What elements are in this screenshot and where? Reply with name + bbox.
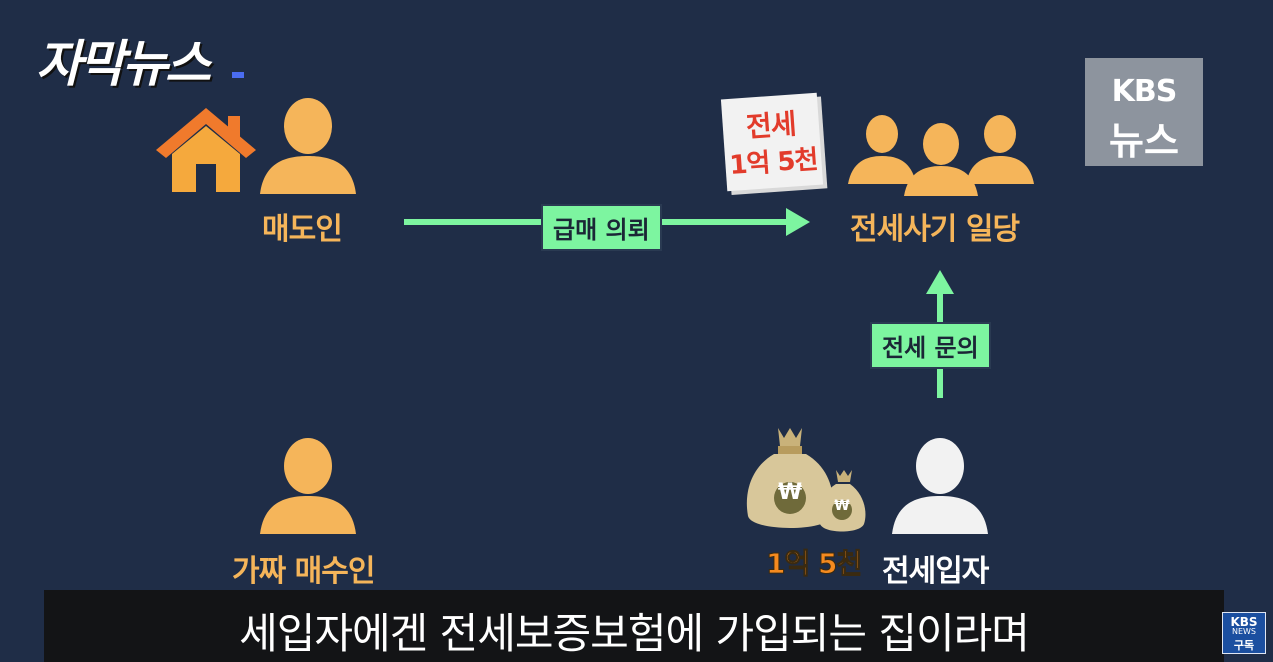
subscribe-brand: KBS xyxy=(1230,615,1258,629)
fraud-group-icon xyxy=(848,115,1034,196)
fake-buyer-label: 가짜 매수인 xyxy=(232,554,375,589)
price-note-line2: 1억 5천 xyxy=(728,144,819,181)
money-symbol-large: ₩ xyxy=(777,480,803,505)
tenant-label: 전세입자 xyxy=(882,554,989,589)
arrow-seller-to-group-label: 급매 의뢰 xyxy=(541,204,662,251)
subtitle-text: 세입자에겐 전세보증보험에 가입되는 집이라며 xyxy=(239,609,1030,658)
logo-accent xyxy=(232,72,244,78)
kbs-news-badge: KBS 뉴스 xyxy=(1085,58,1203,166)
money-amount-label: 1억 5천 xyxy=(765,547,862,581)
program-logo: 자막뉴스 xyxy=(36,35,211,93)
kbs-badge-line1: KBS xyxy=(1111,74,1178,109)
fake-buyer-person-icon xyxy=(260,438,356,534)
money-symbol-small: ₩ xyxy=(834,498,850,514)
subtitle-bar xyxy=(44,590,1224,662)
seller-person-icon xyxy=(260,98,356,194)
arrow-tenant-to-group-label: 전세 문의 xyxy=(870,322,991,369)
tenant-person-icon xyxy=(892,438,988,534)
subscribe-sub: NEWS xyxy=(1231,627,1257,636)
money-bag-icon xyxy=(746,428,866,532)
kbs-badge-line2: 뉴스 xyxy=(1109,119,1179,163)
subscribe-label: 구독 xyxy=(1233,639,1255,652)
subscribe-button[interactable]: KBS NEWS 구독 xyxy=(1222,612,1266,654)
fraud-group-label: 전세사기 일당 xyxy=(850,212,1020,247)
price-note: 전세 1억 5천 xyxy=(720,92,824,192)
house-icon xyxy=(156,108,256,192)
seller-label: 매도인 xyxy=(262,212,343,247)
